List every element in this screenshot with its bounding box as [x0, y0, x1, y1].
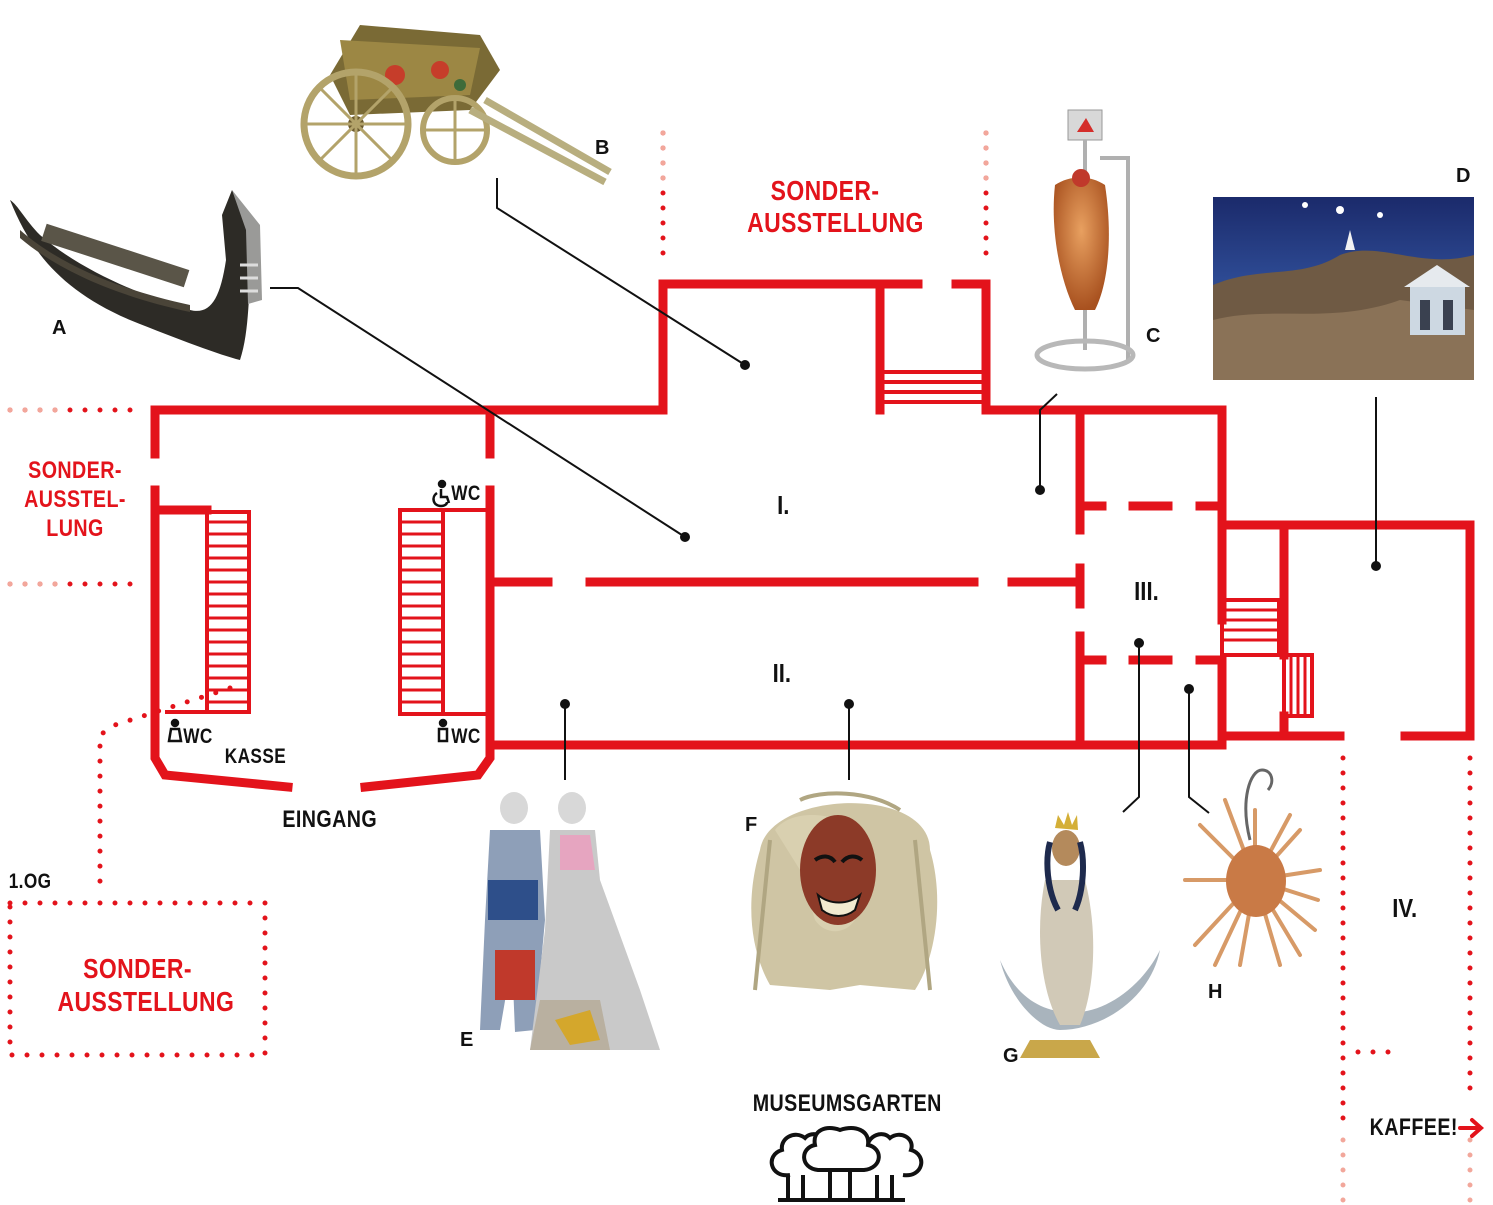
- special-exhibition-left-label: SONDER- AUSSTEL- LUNG: [24, 457, 126, 542]
- object-label-h: H: [1208, 981, 1223, 1003]
- object-label-a: A: [52, 317, 67, 339]
- cart-picture: [300, 25, 612, 186]
- costumes-picture: [480, 792, 660, 1050]
- object-label-f: F: [745, 814, 758, 836]
- object-label-e: E: [460, 1029, 474, 1051]
- ticket-office-label: KASSE: [224, 745, 287, 768]
- women-wc-label: WC: [183, 725, 213, 748]
- spiked-picture: [1183, 768, 1322, 967]
- first-floor-label: 1.OG: [8, 870, 52, 893]
- pointer-dots: [560, 360, 1381, 709]
- men-wc-label: WC: [451, 725, 481, 748]
- trees-icon: [769, 1126, 924, 1202]
- stairs: [155, 370, 1314, 718]
- museum-garden-label: MUSEUMSGARTEN: [752, 1090, 942, 1117]
- kebab-picture: [1034, 109, 1136, 372]
- madonna-picture: [1000, 812, 1160, 1058]
- accessible-wc-label: WC: [451, 482, 481, 505]
- walls: [150, 279, 1475, 792]
- pointer-lines: [270, 178, 1377, 814]
- object-label-c: C: [1146, 325, 1161, 347]
- special-exhibition-top-label: SONDER- AUSSTELLUNG: [747, 175, 924, 238]
- room-label-iii: III.: [1134, 576, 1159, 606]
- room-label-ii: II.: [772, 658, 792, 688]
- gondola-picture: [10, 190, 262, 360]
- kaffee-arrow-icon: [1458, 1118, 1485, 1138]
- special-exhibition-bottom-label: SONDER- AUSSTELLUNG: [57, 953, 235, 1017]
- room-label-iv: IV.: [1392, 893, 1418, 923]
- coffee-label: KAFFEE!: [1369, 1114, 1458, 1141]
- dotted-paths: [7, 130, 1473, 1205]
- wc-icons: [167, 479, 451, 743]
- object-label-d: D: [1456, 165, 1471, 187]
- entrance-label: EINGANG: [282, 806, 378, 833]
- room-label-i: I.: [777, 490, 790, 520]
- nativity-picture: [1213, 197, 1474, 380]
- object-label-g: G: [1003, 1045, 1019, 1067]
- mask-picture: [751, 791, 938, 991]
- object-label-b: B: [595, 137, 610, 159]
